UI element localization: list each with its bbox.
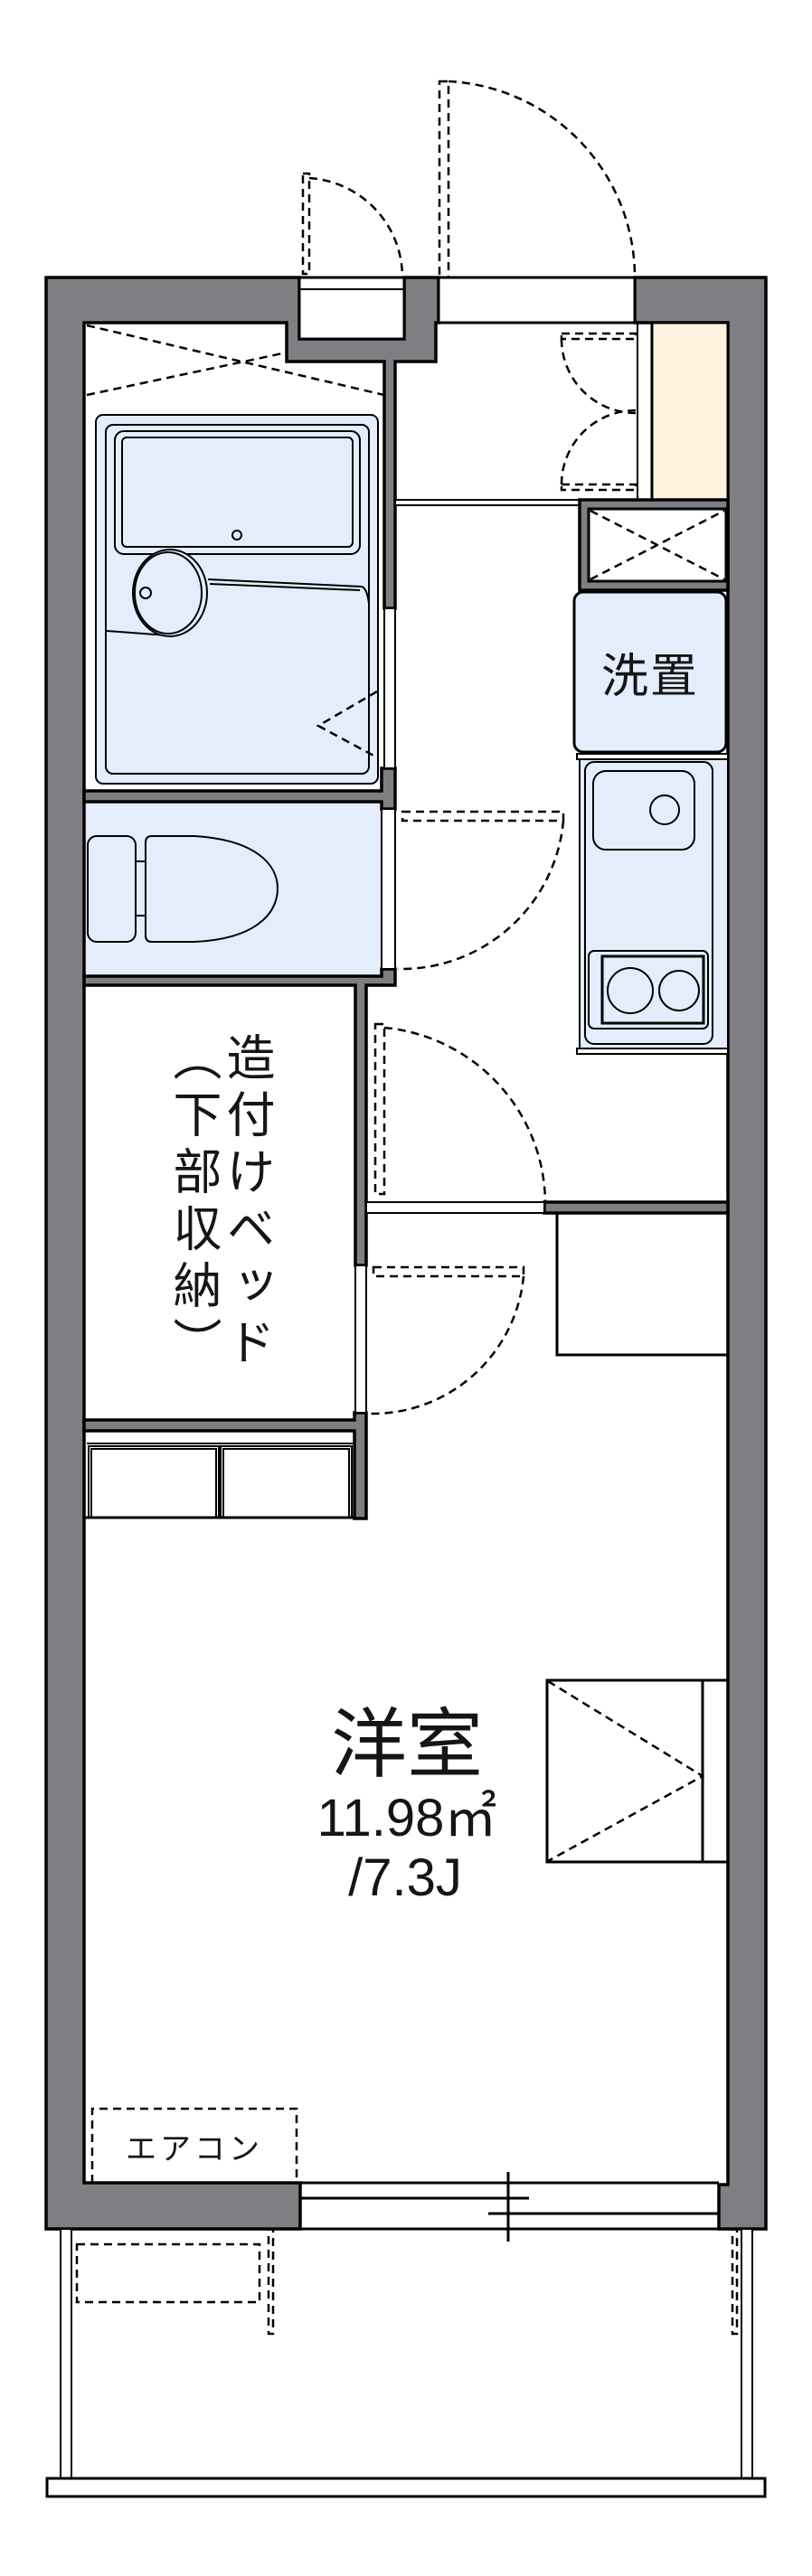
bathroom-unit	[95, 414, 379, 785]
room-doorway	[365, 1201, 545, 1214]
kitchen-counter-inner	[584, 761, 713, 1045]
stove-top	[600, 954, 705, 1025]
balcony-rail-left	[60, 2228, 72, 2479]
toilet-connector	[136, 860, 146, 917]
air-conditioner	[90, 2107, 298, 2183]
refrigerator-space	[555, 1213, 728, 1357]
stove-burner-right-icon	[658, 970, 700, 1011]
cabinet-drawer-right-inner	[222, 1448, 350, 1518]
toilet-closet-partition	[82, 967, 397, 1267]
pipe-space-cross	[590, 509, 725, 581]
bath-floor-edge	[207, 578, 370, 605]
bathtub	[121, 437, 354, 548]
room-size-jo-label: /7.3J	[348, 1848, 462, 1907]
washer-space	[572, 590, 728, 754]
cabinet-drawer-left-inner	[90, 1448, 217, 1518]
balcony-partition-right	[731, 2227, 739, 2336]
stove	[588, 950, 709, 1029]
bath-basin	[132, 549, 208, 637]
entrance-door-swing	[448, 80, 637, 278]
room-area-label: 11.98㎡	[316, 1789, 497, 1847]
room-name-label: 洋室	[330, 1700, 483, 1789]
cabinet-drawer-right	[220, 1445, 353, 1518]
closet-folding-door-bottom-swing	[560, 409, 637, 485]
built-in-bed-sublabel: （下部収納）	[165, 1032, 222, 1374]
toilet-doorway	[381, 808, 396, 970]
entrance-door-leaf	[438, 80, 450, 279]
room-door-leaf	[373, 1022, 386, 1196]
room-door-swing	[383, 1026, 547, 1203]
toilet-door-swing	[397, 820, 565, 971]
closet-box-door	[547, 1679, 705, 1863]
meter-box-door-leaf	[301, 172, 311, 276]
bed-storage-doorway	[354, 1264, 367, 1414]
meter-box-door-swing	[308, 176, 404, 278]
kitchen-room-partition	[543, 1200, 730, 1215]
closet-box	[545, 1678, 730, 1864]
cabinet-drawer-left	[88, 1445, 220, 1518]
bathtub-rim	[114, 430, 361, 555]
entrance-step	[394, 499, 581, 506]
outdoor-unit	[75, 2242, 261, 2304]
closet-room-partition	[82, 1411, 368, 1520]
air-conditioner-label: エアコン	[126, 2130, 263, 2167]
toilet-tank	[87, 835, 137, 943]
sink-drain-icon	[649, 794, 680, 825]
bed-storage-door-leaf	[372, 1265, 525, 1278]
toilet-bowl	[145, 835, 279, 943]
closet-folding-door-top-swing	[560, 338, 637, 415]
balcony-slab	[45, 2477, 767, 2498]
stove-burner-left-icon	[607, 967, 654, 1014]
balcony-rail-right	[741, 2228, 753, 2479]
bath-folding-door	[316, 690, 378, 759]
closet-folding-door-top	[560, 332, 637, 341]
balcony-partition-left	[267, 2227, 275, 2336]
shoe-cabinet	[650, 321, 730, 502]
entrance-opening	[437, 276, 637, 324]
kitchen-sink	[592, 770, 695, 851]
bath-doorway	[383, 607, 396, 769]
bed-storage-door-swing	[368, 1275, 525, 1415]
built-in-bed-label: 造付けベッド	[218, 1032, 275, 1374]
toilet-door-leaf	[401, 810, 565, 823]
kitchen-backsplash-bottom	[576, 1048, 729, 1055]
washer-space-label: 洗置	[600, 650, 699, 704]
closet-folding-door-bottom	[560, 483, 637, 492]
basin-drain-icon	[139, 587, 152, 599]
meter-box	[297, 276, 406, 341]
bath-drain-icon	[231, 530, 242, 541]
bath-basin-inner	[134, 551, 203, 635]
bath-entry-cross	[86, 324, 385, 397]
